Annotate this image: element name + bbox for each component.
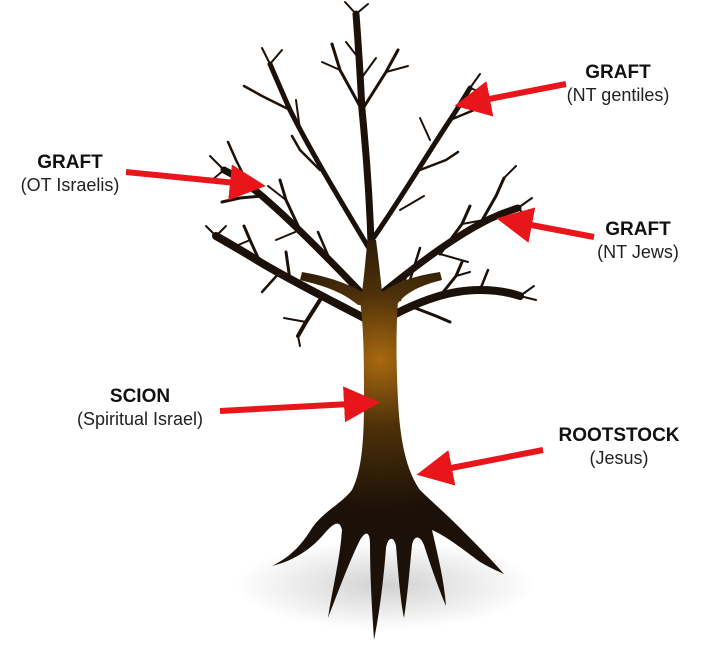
label-subtitle: (OT Israelis) [20,175,120,195]
label-subtitle: (NT Jews) [597,242,679,262]
arrow-nt-jews [496,207,595,243]
label-title: GRAFT [37,152,103,173]
label-title: ROOTSTOCK [558,425,680,446]
label-rootstock: ROOTSTOCK (Jesus) [541,425,697,469]
ground-shadow [235,540,535,630]
arrow-ot-israelis [125,164,266,201]
label-title: GRAFT [585,62,651,83]
label-title: GRAFT [605,219,671,240]
trunk-crown [300,240,442,306]
label-graft-nt-gentiles: GRAFT (NT gentiles) [548,62,688,106]
arrows [125,81,595,486]
label-graft-ot-israelis: GRAFT (OT Israelis) [0,152,140,196]
label-subtitle: (Spiritual Israel) [76,409,204,429]
arrow-rootstock [416,447,544,486]
arrow-scion [219,386,380,423]
label-subtitle: (NT gentiles) [566,85,670,105]
label-scion: SCION (Spiritual Israel) [58,386,222,430]
label-subtitle: (Jesus) [589,448,649,468]
arrow-nt-gentiles [454,81,567,117]
label-graft-nt-jews: GRAFT (NT Jews) [578,219,698,263]
label-title: SCION [109,386,171,407]
tree-trunk [272,294,504,640]
